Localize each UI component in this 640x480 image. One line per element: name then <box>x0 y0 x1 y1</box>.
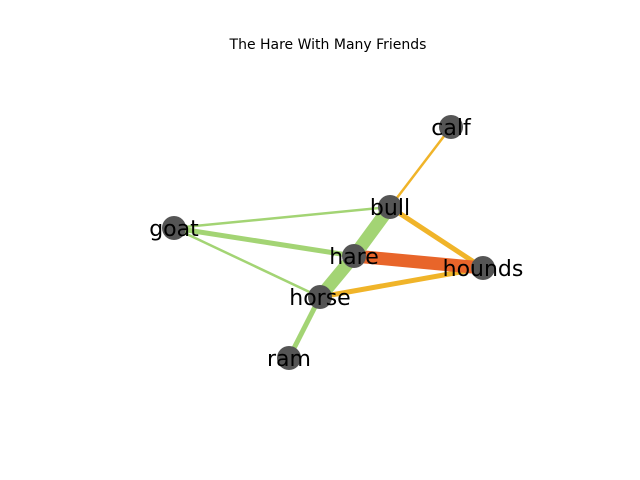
edges-layer <box>173 126 485 360</box>
node-label-hounds: hounds <box>443 257 524 282</box>
node-hounds <box>471 256 495 280</box>
edge-goat-hare <box>173 225 355 259</box>
edge-horse-hounds <box>319 265 484 300</box>
node-label-hare: hare <box>329 245 379 270</box>
diagram-title: The Hare With Many Friends <box>229 37 427 53</box>
edge-goat-horse <box>173 226 321 299</box>
edge-hare-hounds <box>353 249 484 275</box>
node-ram <box>277 346 301 370</box>
node-bull <box>378 195 402 219</box>
node-label-bull: bull <box>370 196 410 221</box>
node-goat <box>162 216 186 240</box>
edge-goat-bull <box>173 205 391 230</box>
nodes-layer <box>162 115 495 370</box>
node-hare <box>342 244 366 268</box>
edge-bull-hounds <box>388 204 485 271</box>
edge-bull-calf <box>389 126 452 208</box>
node-calf <box>439 115 463 139</box>
labels-layer: calf bull goat hare hounds horse ram <box>149 116 523 372</box>
node-horse <box>308 285 332 309</box>
node-label-calf: calf <box>431 116 472 141</box>
node-label-horse: horse <box>289 286 350 311</box>
node-label-ram: ram <box>267 347 311 372</box>
node-label-goat: goat <box>149 217 199 242</box>
